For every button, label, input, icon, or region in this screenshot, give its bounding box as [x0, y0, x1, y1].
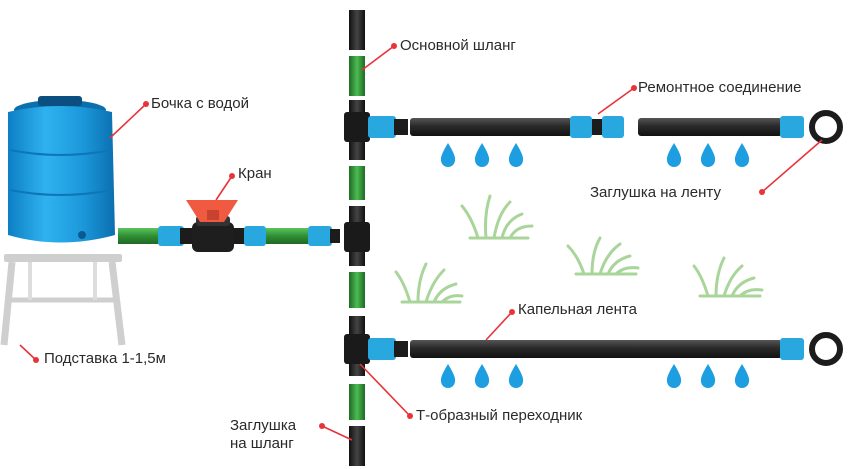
water-drop-icon — [700, 364, 716, 388]
water-drop-icon — [700, 143, 716, 167]
callout-dots — [33, 43, 765, 429]
water-drop-icon — [734, 364, 750, 388]
callout-tap — [215, 175, 233, 201]
water-drop-icon — [508, 143, 524, 167]
tap-valve — [186, 200, 238, 252]
feed-hose — [118, 226, 340, 246]
label-tap: Кран — [238, 165, 272, 182]
water-drop-icon — [666, 364, 682, 388]
water-tank — [8, 96, 115, 243]
label-repair-coupling: Ремонтное соединение — [638, 79, 802, 96]
water-drop-icon — [474, 364, 490, 388]
water-drop-icon — [734, 143, 750, 167]
callout-main-hose — [361, 45, 395, 71]
label-tape-plug: Заглушка на ленту — [590, 184, 721, 201]
callout-repair — [597, 87, 635, 115]
water-drop-icon — [440, 143, 456, 167]
water-drop-icon — [666, 143, 682, 167]
callout-hose-plug — [321, 425, 353, 441]
drip-tape-bottom — [410, 332, 843, 366]
label-drip-tape: Капельная лента — [518, 301, 637, 318]
label-hose-plug: Заглушка на шланг — [230, 417, 320, 453]
t-adapter-top — [344, 112, 408, 142]
callout-tape-plug — [761, 139, 823, 193]
water-drops-bottom — [440, 364, 750, 388]
grass-icon — [394, 262, 464, 304]
label-t-adapter: Т-образный переходник — [416, 407, 583, 424]
water-drop-icon — [474, 143, 490, 167]
grass-icon — [566, 236, 640, 276]
label-hose-plug-line1: Заглушка — [230, 417, 297, 434]
label-hose-plug-line2: на шланг — [230, 435, 294, 452]
callout-drip-tape — [485, 311, 513, 341]
label-stand: Подставка 1-1,5м — [44, 350, 166, 367]
grass-icon — [460, 194, 534, 240]
grass-icon — [692, 256, 764, 298]
water-drops-top — [440, 143, 750, 167]
drip-tape-top — [410, 110, 843, 144]
label-water-tank: Бочка с водой — [151, 95, 250, 112]
callout-t-adapter — [359, 363, 411, 417]
t-adapter-bottom — [344, 334, 408, 364]
stand — [0, 254, 126, 346]
t-adapter-middle — [344, 222, 370, 252]
callout-stand — [19, 344, 37, 361]
grass-tufts — [394, 194, 764, 304]
water-drop-icon — [440, 364, 456, 388]
label-main-hose: Основной шланг — [400, 37, 516, 54]
water-drop-icon — [508, 364, 524, 388]
callout-water-tank — [109, 103, 147, 139]
callout-lines — [19, 45, 823, 441]
